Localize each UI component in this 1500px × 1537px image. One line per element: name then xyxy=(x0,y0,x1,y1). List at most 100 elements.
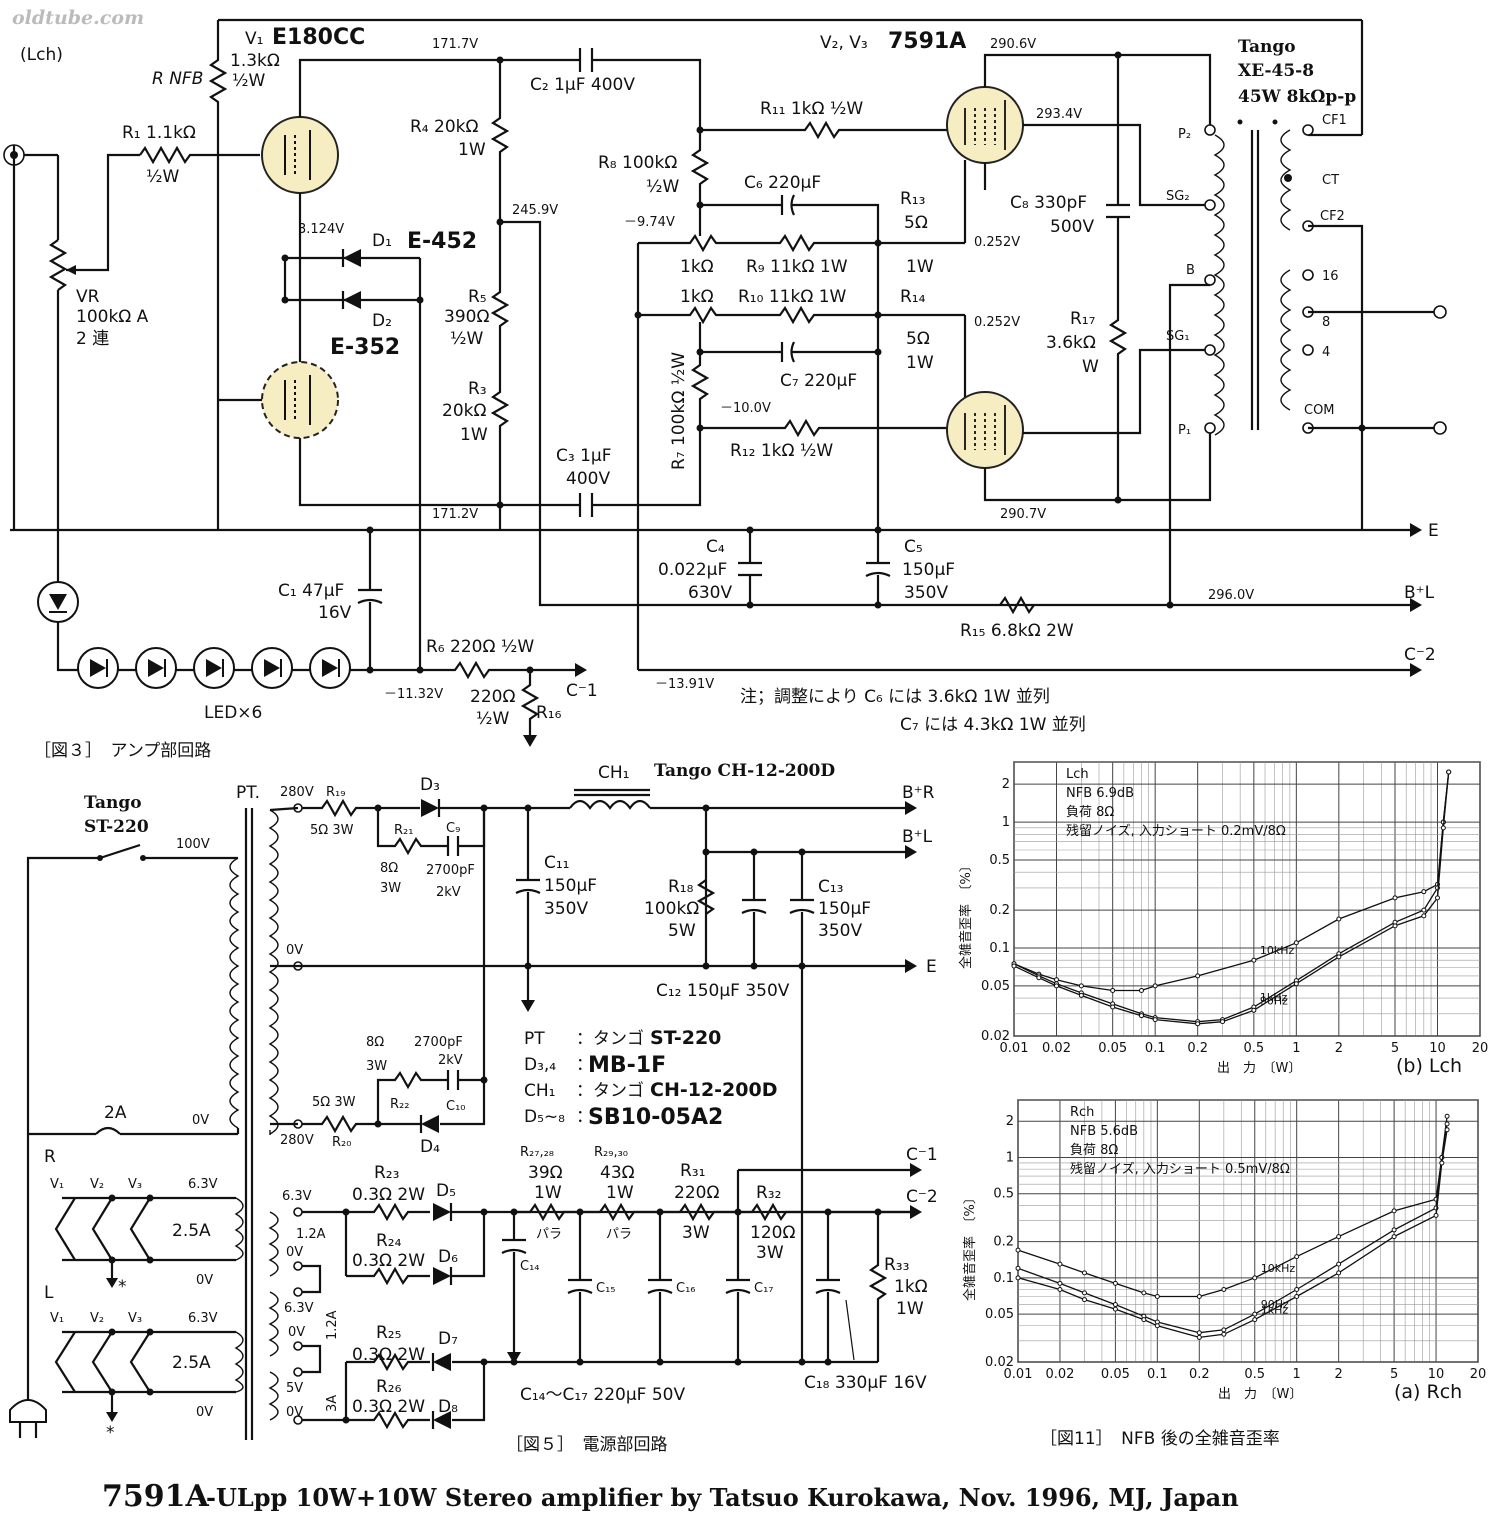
volt-171-2: 171.2V xyxy=(432,507,478,522)
d6-diode xyxy=(431,1265,453,1287)
data-point xyxy=(1196,1330,1202,1336)
led-1 xyxy=(37,581,79,623)
r2930-para: パラ xyxy=(606,1227,632,1242)
heater-r-ch: R xyxy=(44,1147,56,1167)
sec-1-2a-b: 1.2A xyxy=(325,1310,340,1340)
tap-cf2: CF2 xyxy=(1320,209,1345,224)
legend-ch1-key: CH₁ xyxy=(524,1081,555,1101)
volt-0-252-a: 0.252V xyxy=(974,235,1020,250)
data-point xyxy=(1110,987,1116,993)
r25-value: 0.3Ω 2W xyxy=(352,1345,425,1365)
c14-label: C₁₄ xyxy=(520,1259,540,1274)
x-tick-label: 0.5 xyxy=(1244,1367,1265,1382)
y-axis-label: 全雑音歪率 〔%〕 xyxy=(962,1191,978,1301)
volt-171-7: 171.7V xyxy=(432,37,478,52)
led-string xyxy=(77,647,351,689)
tap-ct: CT xyxy=(1322,173,1339,188)
r3-watt: 1W xyxy=(460,425,488,445)
caption-model: 7591A xyxy=(102,1479,209,1514)
r32-watt: 3W xyxy=(756,1243,784,1263)
legend-d34-val: MB-1F xyxy=(588,1053,666,1078)
data-point xyxy=(1221,1287,1227,1293)
d4-label: D₄ xyxy=(420,1137,440,1157)
r8-watt: ½W xyxy=(646,177,679,197)
r18-value: 100kΩ xyxy=(644,899,699,919)
data-point xyxy=(1081,1297,1087,1303)
data-point xyxy=(1252,1275,1258,1281)
v23-prefix: V₂, V₃ xyxy=(820,33,868,53)
chart-info-line: 残留ノイズ, 入力ショート 0.2mV/8Ω xyxy=(1066,823,1286,839)
data-point xyxy=(1081,1270,1087,1276)
x-tick-label: 0.05 xyxy=(1098,1041,1127,1056)
r31-label: R₃₁ xyxy=(680,1161,705,1181)
data-point xyxy=(1421,913,1427,919)
heater-r: R V₁ V₂ V₃ 6.3V 2.5A 0V * xyxy=(44,1147,244,1297)
tap-b: B xyxy=(1186,263,1195,278)
data-point xyxy=(1112,1306,1118,1312)
pt-model: ST-220 xyxy=(84,817,149,837)
chart-info-line: NFB 5.6dB xyxy=(1070,1124,1138,1139)
legend-ch1-val: CH-12-200D xyxy=(650,1079,778,1101)
r2728-label: R₂₇,₂₈ xyxy=(520,1145,554,1160)
data-point xyxy=(1293,940,1299,946)
ch1-choke xyxy=(569,799,651,810)
r18-watt: 5W xyxy=(668,921,696,941)
rail-c2-label: C⁻2 xyxy=(1404,645,1436,665)
c12-capacitor xyxy=(741,898,767,914)
data-point xyxy=(1252,1317,1258,1323)
c10-value: 2700pF xyxy=(414,1035,463,1050)
r26-label: R₂₆ xyxy=(376,1377,402,1397)
d1-name: E-452 xyxy=(407,229,477,254)
c13-capacitor xyxy=(789,898,815,914)
y-axis-label: 全雑音歪率 〔%〕 xyxy=(958,859,974,969)
c2-capacitor xyxy=(578,48,594,72)
heater-l-ch: L xyxy=(44,1283,54,1303)
volt-293-4: 293.4V xyxy=(1036,107,1082,122)
r6-resistor xyxy=(370,660,575,680)
fig3-title: ［図３］ アンプ部回路 xyxy=(34,741,211,761)
heater-l: L V₁ V₂ V₃ 6.3V 2.5A 0V * xyxy=(44,1283,244,1443)
d3-diode xyxy=(419,797,441,819)
data-point xyxy=(1444,1113,1450,1119)
d2-name: E-352 xyxy=(330,335,400,360)
r3-label: R₃ xyxy=(468,379,487,399)
chart-title: (b) Lch xyxy=(1396,1055,1462,1077)
x-tick-label: 0.1 xyxy=(1147,1367,1168,1382)
data-point xyxy=(1078,983,1084,989)
data-point xyxy=(1336,916,1342,922)
data-point xyxy=(1015,1275,1021,1281)
r21-watt: 3W xyxy=(380,881,401,896)
sec-5v: 5V xyxy=(286,1381,303,1396)
y-tick-label: 0.5 xyxy=(989,853,1010,868)
r17-label: R₁₇ xyxy=(1070,309,1096,329)
c4-capacitor xyxy=(738,561,762,577)
x-tick-label: 10 xyxy=(1428,1367,1445,1382)
c11-volt: 350V xyxy=(544,899,588,919)
chart-info-line: Rch xyxy=(1070,1105,1094,1120)
y-tick-label: 0.05 xyxy=(981,979,1010,994)
heater-l-v2: V₂ xyxy=(90,1311,104,1326)
legend-d34-sep: ： xyxy=(576,1055,593,1075)
r16-resistor xyxy=(520,670,540,735)
c16-label: C₁₆ xyxy=(676,1281,696,1296)
r2930-watt: 1W xyxy=(606,1183,634,1203)
data-point xyxy=(1154,1323,1160,1329)
data-point xyxy=(1435,895,1441,901)
r2728-para: パラ xyxy=(536,1227,562,1242)
fig11-title: ［図11］ NFB 後の全雑音歪率 xyxy=(1040,1429,1280,1449)
r32-value: 120Ω xyxy=(750,1223,795,1243)
volt-290-7: 290.7V xyxy=(1000,507,1046,522)
data-point xyxy=(1444,1127,1450,1133)
x-tick-label: 1 xyxy=(1292,1041,1300,1056)
c9-capacitor xyxy=(446,836,460,856)
chart-info-line: NFB 6.9dB xyxy=(1066,786,1134,801)
asterisk-r: * xyxy=(118,1277,127,1297)
sec-0v: 0V xyxy=(286,943,303,958)
sec-6-3v-a: 6.3V xyxy=(282,1189,312,1204)
r13-value: 5Ω xyxy=(904,213,928,233)
x-tick-label: 1 xyxy=(1293,1367,1301,1382)
legend-d34-key: D₃,₄ xyxy=(524,1055,556,1075)
heater-r-v3: V₃ xyxy=(128,1177,142,1192)
c9-label: C₉ xyxy=(446,821,460,836)
data-point xyxy=(1336,1234,1342,1240)
